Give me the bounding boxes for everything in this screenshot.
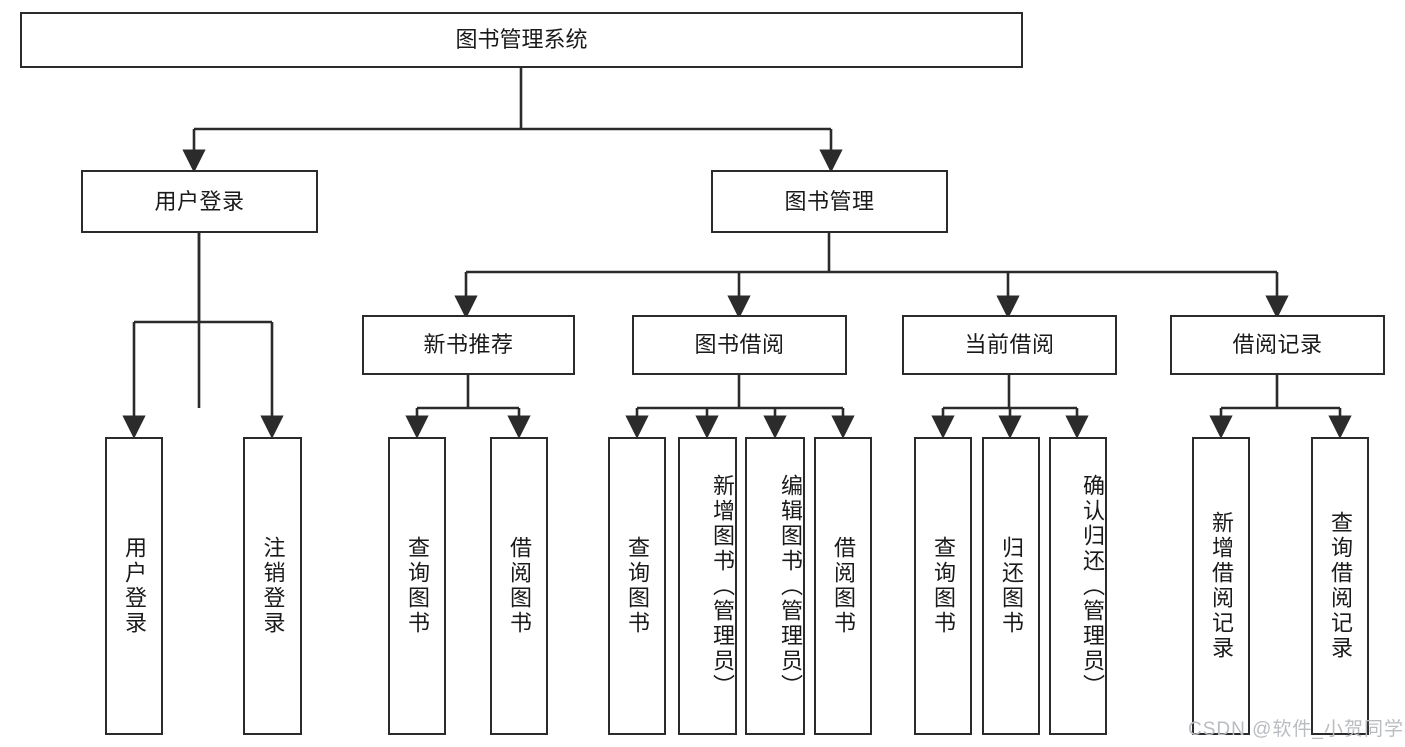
node-leaf-borrow-book-2-label: 借阅图书 [830,536,856,636]
node-book-borrow[interactable]: 图书借阅 [632,315,847,375]
node-leaf-query-book-3-label: 查询图书 [930,536,956,636]
watermark: CSDN @软件_小贺同学 [1188,719,1404,740]
node-leaf-add-book-label: 新增图书（管理员） [710,473,735,699]
node-new-book-recommend[interactable]: 新书推荐 [362,315,575,375]
node-leaf-query-book-2-label: 查询图书 [624,536,650,636]
node-leaf-return-book-label: 归还图书 [998,536,1024,636]
node-book-borrow-label: 图书借阅 [694,332,785,358]
node-leaf-confirm-return[interactable]: 确认归还（管理员） [1049,437,1107,735]
node-leaf-borrow-book-1[interactable]: 借阅图书 [490,437,548,735]
node-borrow-record-label: 借阅记录 [1232,332,1323,358]
node-leaf-borrow-book-1-label: 借阅图书 [506,536,532,636]
node-current-borrow-label: 当前借阅 [964,332,1055,358]
node-book-manage[interactable]: 图书管理 [711,170,948,233]
node-leaf-user-login-label: 用户登录 [121,536,147,636]
node-user-login[interactable]: 用户登录 [81,170,318,233]
node-leaf-add-book[interactable]: 新增图书（管理员） [678,437,737,735]
node-leaf-add-record[interactable]: 新增借阅记录 [1192,437,1250,735]
node-current-borrow[interactable]: 当前借阅 [902,315,1117,375]
node-user-login-label: 用户登录 [154,188,245,214]
node-leaf-query-book-2[interactable]: 查询图书 [608,437,666,735]
node-leaf-return-book[interactable]: 归还图书 [982,437,1040,735]
node-leaf-add-record-label: 新增借阅记录 [1208,511,1234,661]
node-leaf-borrow-book-2[interactable]: 借阅图书 [814,437,872,735]
node-new-book-recommend-label: 新书推荐 [423,332,514,358]
node-root[interactable]: 图书管理系统 [20,12,1023,68]
node-leaf-edit-book[interactable]: 编辑图书（管理员） [745,437,805,735]
node-leaf-query-book-1[interactable]: 查询图书 [388,437,446,735]
node-book-manage-label: 图书管理 [784,188,875,214]
node-leaf-edit-book-label: 编辑图书（管理员） [778,473,803,699]
node-leaf-query-book-1-label: 查询图书 [404,536,430,636]
node-leaf-query-record-label: 查询借阅记录 [1327,511,1353,661]
node-leaf-logout-label: 注销登录 [260,536,286,636]
node-leaf-confirm-return-label: 确认归还（管理员） [1080,473,1105,699]
node-leaf-query-book-3[interactable]: 查询图书 [914,437,972,735]
node-root-label: 图书管理系统 [455,27,588,53]
node-borrow-record[interactable]: 借阅记录 [1170,315,1385,375]
node-leaf-user-login[interactable]: 用户登录 [105,437,163,735]
node-leaf-query-record[interactable]: 查询借阅记录 [1311,437,1369,735]
node-leaf-logout[interactable]: 注销登录 [243,437,302,735]
